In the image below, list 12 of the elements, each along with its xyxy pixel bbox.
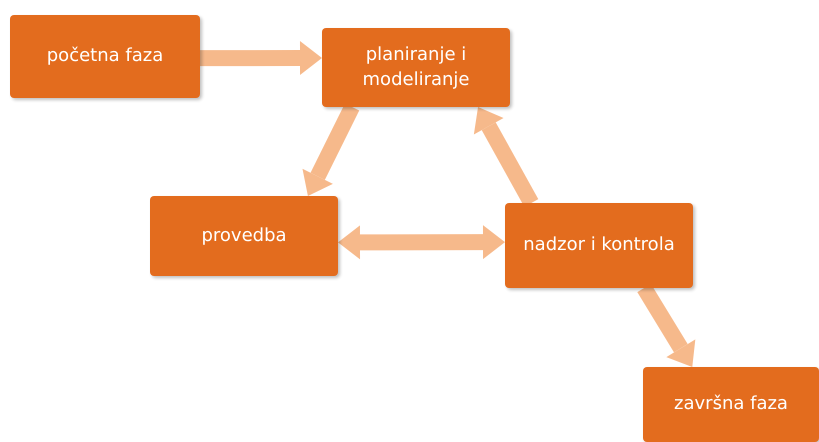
process-box: [322, 28, 510, 107]
process-box: [643, 367, 819, 442]
process-box: [505, 203, 693, 288]
box-label: nadzor i kontrola: [523, 233, 675, 258]
box-label: planiranje i modeliranje: [362, 43, 470, 92]
box-label: provedba: [201, 224, 287, 248]
process-box: [10, 15, 200, 98]
block-arrow: [338, 225, 505, 260]
box-label: početna faza: [46, 44, 164, 68]
block-arrow: [200, 41, 322, 76]
process-box: [150, 196, 338, 276]
box-label: završna faza: [674, 392, 788, 416]
